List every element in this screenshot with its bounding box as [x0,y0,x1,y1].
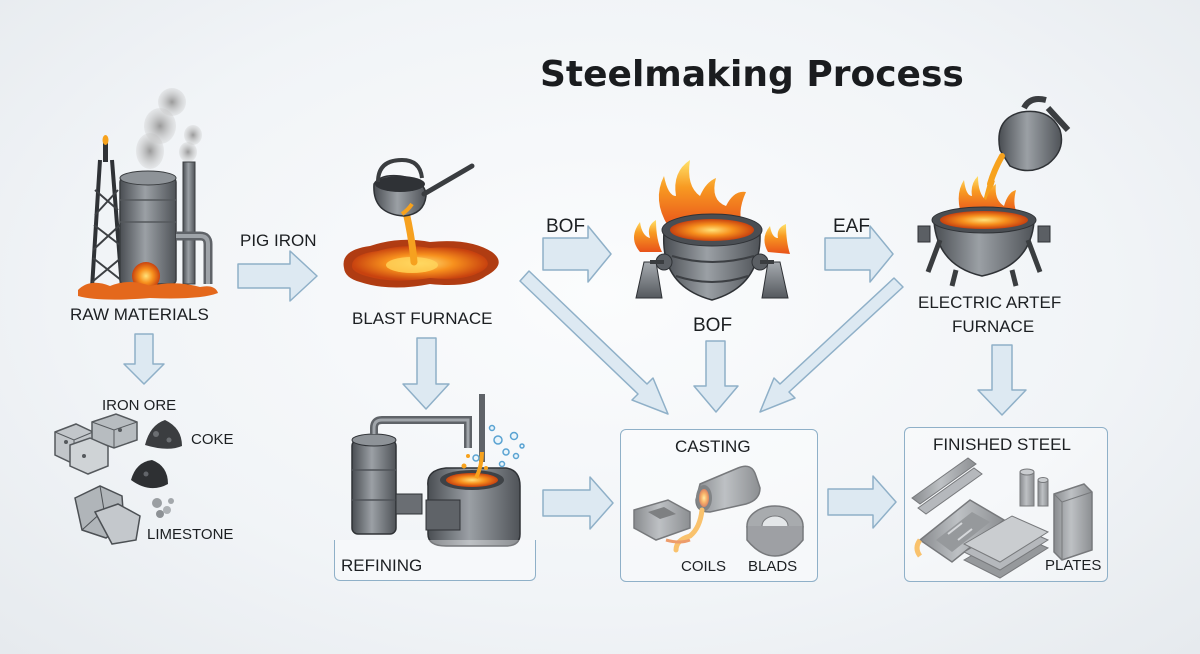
arrow-casting-to-finished [827,475,897,529]
product-label-plates: PLATES [1045,557,1102,574]
stage-label-finished-steel: FINISHED STEEL [933,435,1071,454]
arrow-blast-diag [519,270,669,415]
material-label-iron-ore: IRON ORE [102,397,177,414]
stage-label-refining: REFINING [341,556,423,575]
limestone-icon [74,485,174,545]
casting-box [620,429,818,582]
stage-label-casting: CASTING [675,437,751,456]
material-label-limestone: LIMESTONE [147,526,234,543]
arrow-blast-down [402,337,450,410]
arrow-raw-to-blast [237,250,318,302]
arrow-blast-to-bof [542,225,612,283]
refining-unit-icon [351,394,525,547]
flow-label-bof: BOF [546,216,586,237]
page-title: Steelmaking Process [540,54,964,95]
stage-label-bof: BOF [693,315,733,336]
flow-label-eaf: EAF [833,216,870,237]
arrow-eaf-diag [759,277,904,413]
product-label-blads: BLADS [748,558,798,575]
stage-label-raw-materials: RAW MATERIALS [70,305,209,324]
stage-label-electric-furnace-line1: ELECTRIC ARTEF [918,293,1062,312]
bof-vessel-icon [634,160,790,301]
stage-label-electric-furnace-line2: FURNACE [952,317,1035,336]
iron-ore-icon [54,413,138,475]
arrow-eaf-down [977,344,1027,416]
electric-arc-furnace-icon [917,96,1071,287]
arrow-refining-to-casting [542,476,614,530]
coke-icon [145,420,182,449]
product-label-coils: COILS [681,558,727,575]
arrow-raw-down [123,333,165,385]
coal-icon [131,460,168,489]
flow-label-pig-iron: PIG IRON [240,231,317,250]
raw-materials-plant-icon [78,88,218,300]
refining-box [334,540,536,581]
finished-steel-icon [911,457,1093,579]
blast-furnace-icon [343,157,499,288]
casting-icon [633,465,804,557]
stage-label-blast-furnace: BLAST FURNACE [352,309,493,328]
finished-steel-box [904,427,1108,582]
arrow-bof-down [693,340,739,413]
flow-arrows [123,225,1027,530]
material-label-coke: COKE [191,431,234,448]
arrow-bof-to-eaf [824,225,894,283]
